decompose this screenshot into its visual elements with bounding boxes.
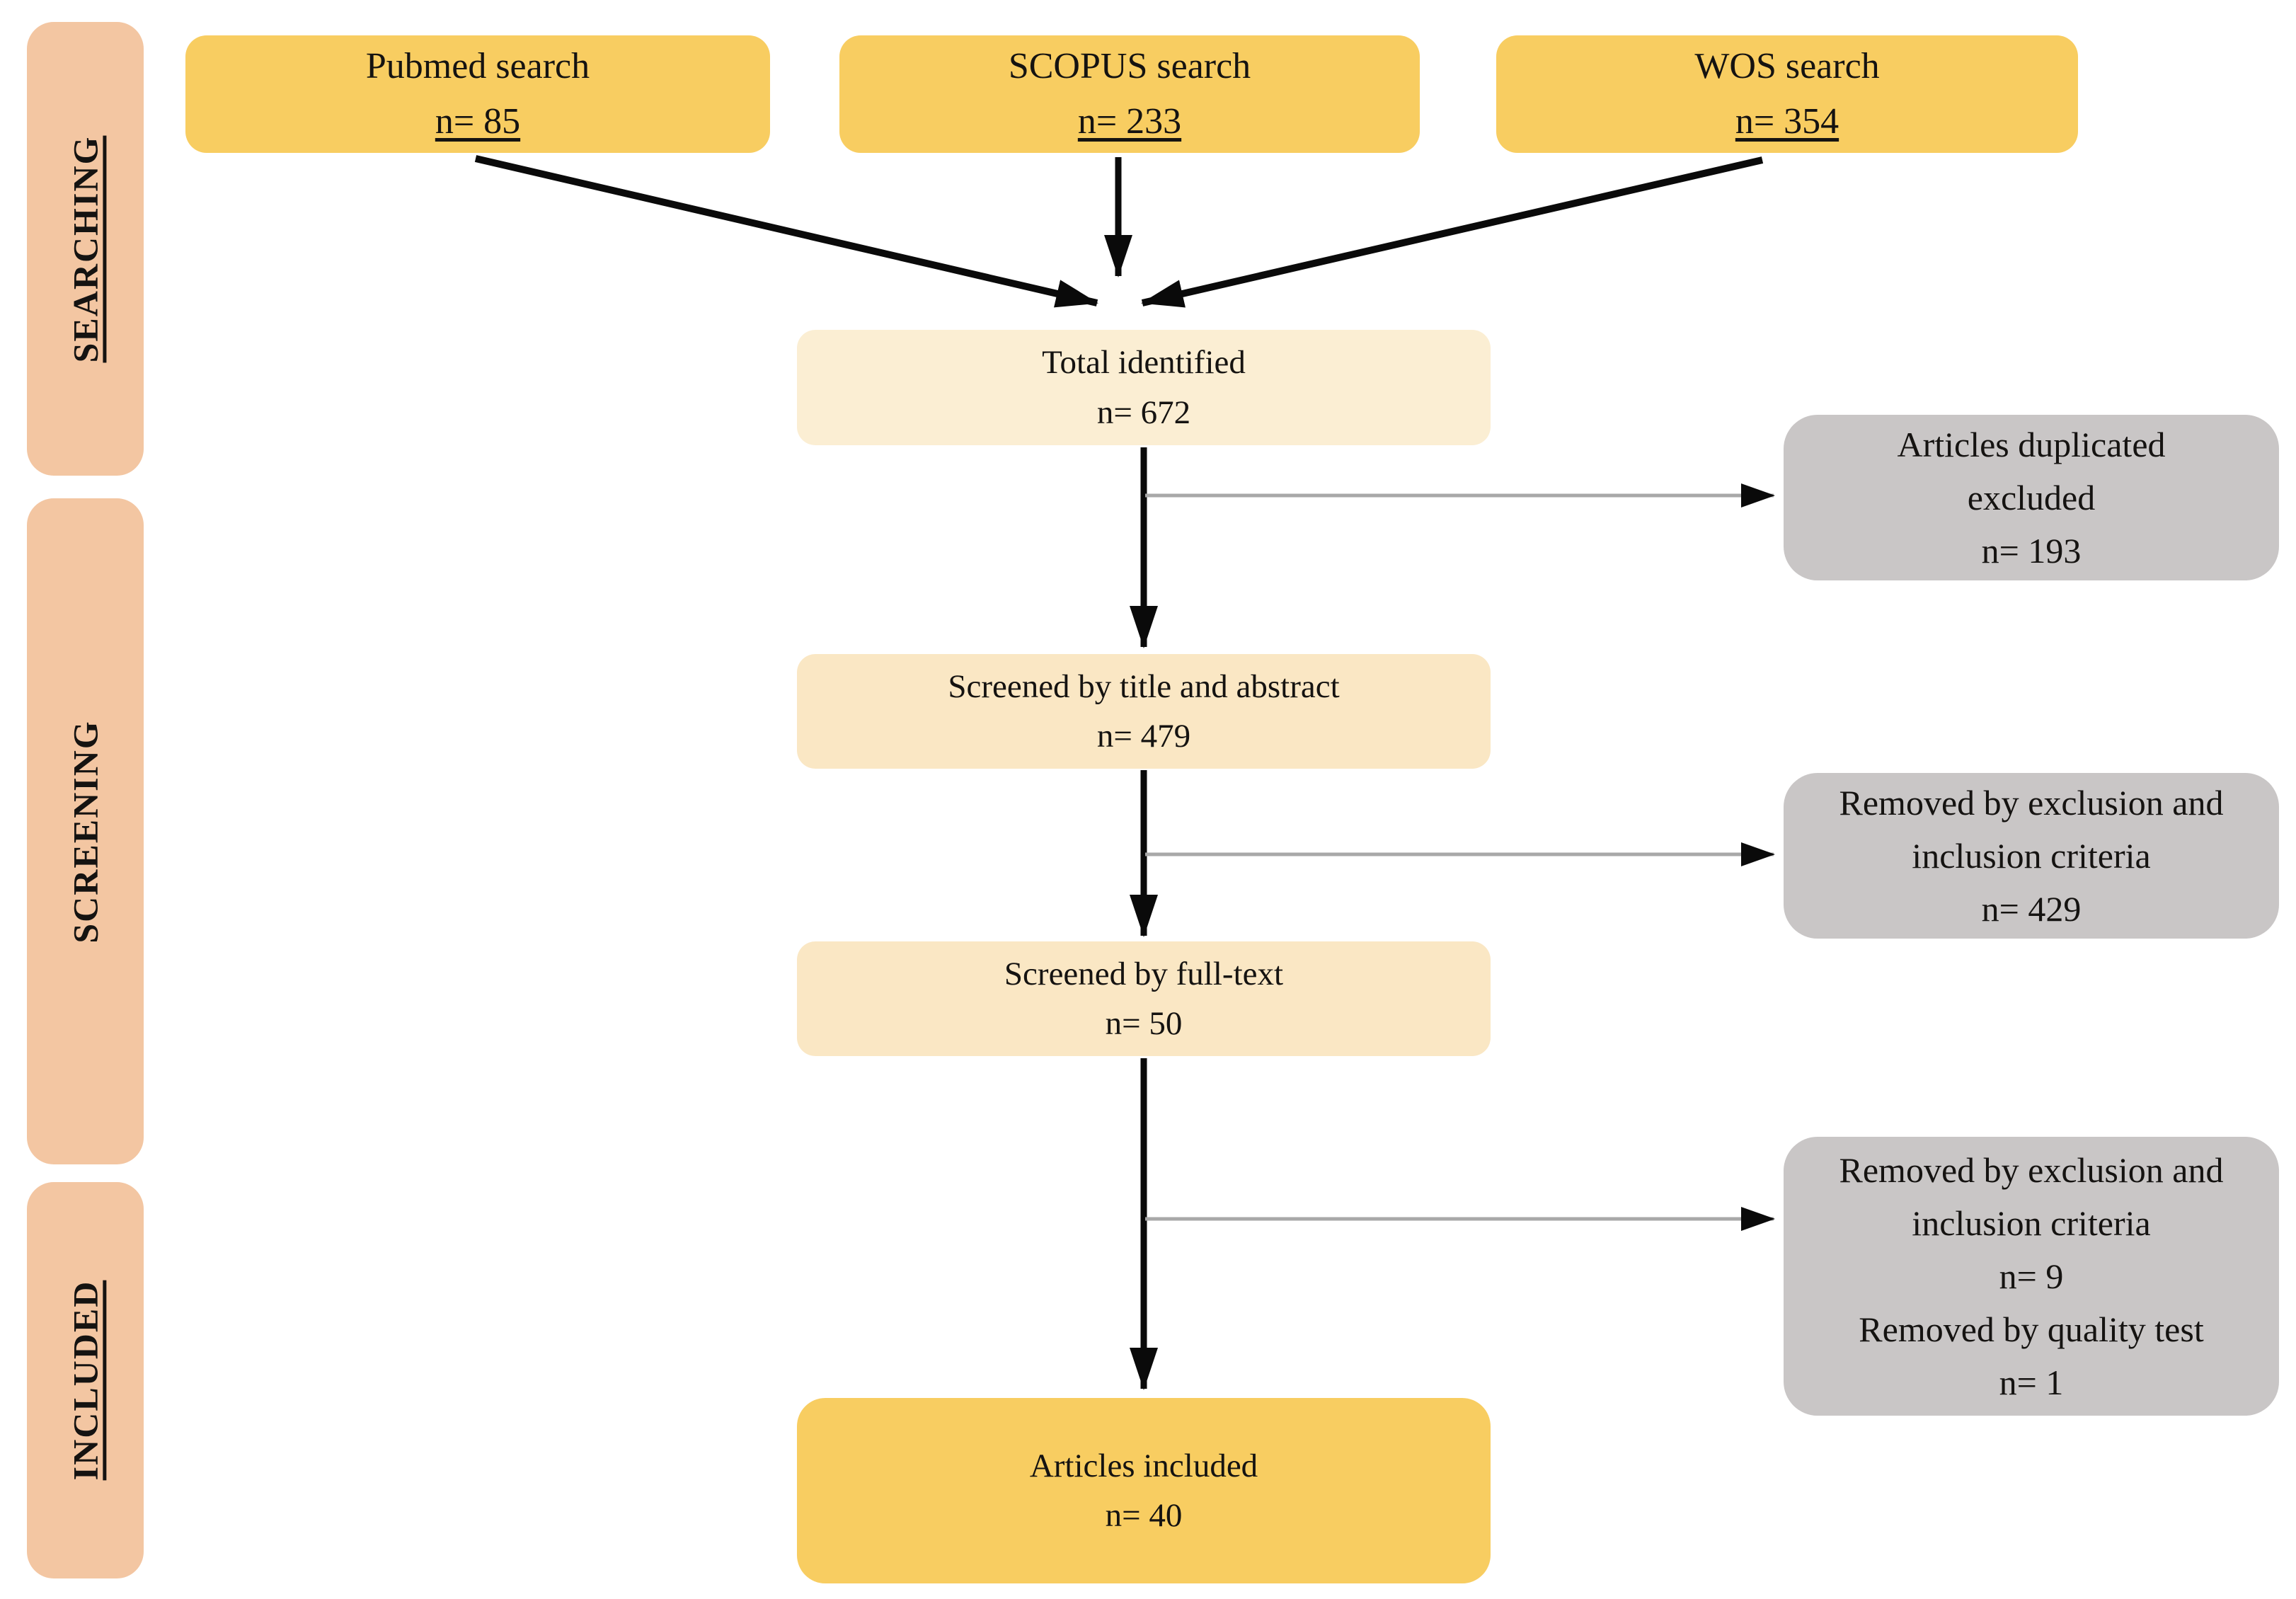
exclusion-box-criteria-1-line1: Removed by exclusion and bbox=[1839, 782, 2224, 823]
phase-searching-label: SEARCHING bbox=[65, 135, 105, 362]
phase-screening: SCREENING bbox=[27, 498, 144, 1164]
flow-box-total-identified-title: Total identified bbox=[1042, 344, 1246, 381]
exclusion-box-duplicates-line1: Articles duplicated bbox=[1897, 424, 2166, 464]
flow-box-total-identified-count: n= 672 bbox=[1096, 394, 1191, 431]
exclusion-box-criteria-1-count: n= 429 bbox=[1981, 888, 2082, 929]
flow-box-total-identified: Total identified n= 672 bbox=[797, 330, 1491, 445]
source-box-wos: WOS search n= 354 bbox=[1496, 35, 2078, 153]
phase-screening-label: SCREENING bbox=[65, 719, 105, 944]
phase-searching: SEARCHING bbox=[27, 22, 144, 476]
exclusion-box-criteria-2-line2: inclusion criteria bbox=[1912, 1203, 2151, 1243]
arrow-wos-to-total bbox=[1141, 156, 1764, 308]
flow-box-fulltext-screen-title: Screened by full-text bbox=[1004, 955, 1284, 992]
exclusion-box-criteria-2: Removed by exclusion and inclusion crite… bbox=[1784, 1137, 2279, 1416]
source-box-scopus-title: SCOPUS search bbox=[1008, 46, 1251, 86]
flow-box-title-abstract-screen-count: n= 479 bbox=[1096, 718, 1191, 755]
phase-included: INCLUDED bbox=[27, 1182, 144, 1578]
source-box-pubmed: Pubmed search n= 85 bbox=[185, 35, 770, 153]
exclusion-box-criteria-2-line3: Removed by quality test bbox=[1859, 1309, 2204, 1349]
exclusion-box-duplicates-count: n= 193 bbox=[1981, 530, 2082, 571]
flow-box-title-abstract-screen-title: Screened by title and abstract bbox=[948, 667, 1340, 705]
flow-box-fulltext-screen: Screened by full-text n= 50 bbox=[797, 941, 1491, 1056]
source-box-scopus: SCOPUS search n= 233 bbox=[839, 35, 1420, 153]
exclusion-box-criteria-2-line1: Removed by exclusion and bbox=[1839, 1150, 2224, 1190]
source-box-pubmed-count: n= 85 bbox=[435, 101, 521, 142]
exclusion-box-criteria-2-count2: n= 1 bbox=[1999, 1362, 2064, 1402]
exclusion-box-duplicates: Articles duplicated excluded n= 193 bbox=[1784, 415, 2279, 580]
flow-box-fulltext-screen-count: n= 50 bbox=[1105, 1005, 1183, 1042]
phase-included-label: INCLUDED bbox=[65, 1280, 105, 1481]
exclusion-box-criteria-1: Removed by exclusion and inclusion crite… bbox=[1784, 773, 2279, 939]
exclusion-box-criteria-1-line2: inclusion criteria bbox=[1912, 835, 2151, 876]
exclusion-box-duplicates-line2: excluded bbox=[1967, 477, 2096, 517]
flow-box-title-abstract-screen: Screened by title and abstract n= 479 bbox=[797, 654, 1491, 769]
exclusion-box-criteria-2-count1: n= 9 bbox=[1999, 1256, 2064, 1296]
source-box-wos-count: n= 354 bbox=[1735, 101, 1839, 142]
arrow-pubmed-to-total bbox=[474, 155, 1098, 308]
flow-box-articles-included: Articles included n= 40 bbox=[797, 1398, 1491, 1583]
flow-box-articles-included-count: n= 40 bbox=[1105, 1497, 1183, 1534]
flow-box-articles-included-title: Articles included bbox=[1029, 1447, 1258, 1484]
source-box-scopus-count: n= 233 bbox=[1077, 101, 1182, 142]
source-box-wos-title: WOS search bbox=[1694, 46, 1880, 86]
source-box-pubmed-title: Pubmed search bbox=[365, 46, 590, 86]
